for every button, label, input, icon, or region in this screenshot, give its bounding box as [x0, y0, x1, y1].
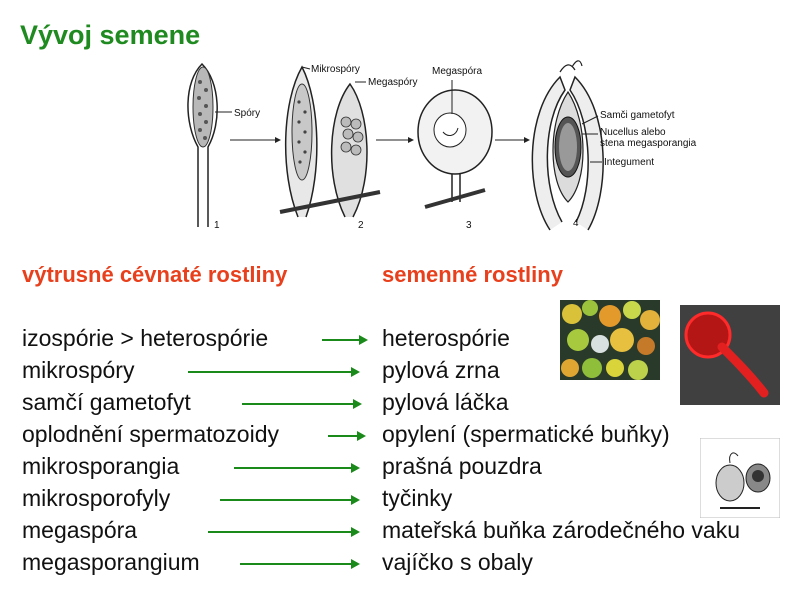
ovule-sketch-image — [700, 438, 780, 518]
comparison-row: samčí gametofyt pylová láčka — [0, 389, 800, 421]
label-n2: 2 — [358, 220, 364, 231]
stage-4-ovule: Samči gametofyt Nucellus alebo stena meg… — [531, 60, 697, 231]
arrow-icon — [242, 399, 362, 409]
header-seed-plants: semenné rostliny — [382, 262, 563, 287]
arrow-icon — [234, 463, 360, 473]
arrow-icon — [328, 431, 366, 441]
comparison-row: mikrosporofyly tyčinky — [0, 485, 800, 517]
row-left: mikrosporofyly — [22, 485, 171, 511]
row-left: megasporangium — [22, 549, 200, 575]
label-spory: Spóry — [234, 108, 260, 119]
label-n3: 3 — [466, 220, 472, 231]
label-n4: 4 — [573, 218, 579, 229]
row-left: oplodnění spermatozoidy — [22, 421, 279, 447]
label-stena: stena megasporangia — [600, 138, 697, 149]
label-nucellus: Nucellus alebo — [600, 127, 666, 138]
row-left: izospórie > heterospórie — [22, 325, 269, 351]
label-megaspory: Megaspóry — [368, 77, 417, 88]
comparison-row: megasporangium vajíčko s obaly — [0, 549, 800, 581]
row-right: pylová láčka — [382, 389, 509, 415]
label-n1: 1 — [214, 220, 220, 231]
label-samci-gametofyt: Samči gametofyt — [600, 110, 675, 121]
arrow-icon — [188, 367, 360, 377]
comparison-row: megaspóra mateřská buňka zárodečného vak… — [0, 517, 800, 549]
comparison-row: izospórie > heterospórie heterospórie — [0, 325, 800, 357]
row-left: megaspóra — [22, 517, 138, 543]
row-left: samčí gametofyt — [22, 389, 191, 415]
comparison-row: mikrospóry pylová zrna — [0, 357, 800, 389]
comparison-row: oplodnění spermatozoidy opylení (spermat… — [0, 421, 800, 453]
row-left: mikrospóry — [22, 357, 135, 383]
row-right: vajíčko s obaly — [382, 549, 533, 575]
arrow-icon — [208, 527, 360, 537]
arrow-icon — [240, 559, 360, 569]
arrow-icon — [220, 495, 360, 505]
row-right: opylení (spermatické buňky) — [382, 421, 670, 447]
label-mikrospory: Mikrospóry — [311, 64, 360, 75]
stage-3-megasporangium: Megaspóra 3 — [417, 66, 493, 231]
stage-2-heterosporangia: Mikrospóry Megaspóry 2 — [279, 64, 417, 231]
stage-1-sporangium: Spóry 1 — [187, 62, 260, 231]
pollen-tube-image — [680, 305, 780, 405]
slide-title: Vývoj semene — [20, 20, 201, 50]
row-right: heterospórie — [382, 325, 510, 351]
row-right: prašná pouzdra — [382, 453, 542, 479]
arrow-icon — [322, 335, 368, 345]
row-right: mateřská buňka zárodečného vaku — [382, 517, 740, 543]
row-right: pylová zrna — [382, 357, 500, 383]
header-vascular-plants: výtrusné cévnaté rostliny — [22, 262, 288, 287]
label-megaspora: Megaspóra — [432, 66, 482, 77]
label-integument: Integument — [604, 157, 654, 168]
row-right: tyčinky — [382, 485, 453, 511]
row-left: mikrosporangia — [22, 453, 180, 479]
pollen-grains-image — [560, 300, 660, 380]
seed-development-diagram: Spóry 1 Mikrospóry Megaspóry 2 — [187, 60, 697, 231]
comparison-row: mikrosporangia prašná pouzdra — [0, 453, 800, 485]
